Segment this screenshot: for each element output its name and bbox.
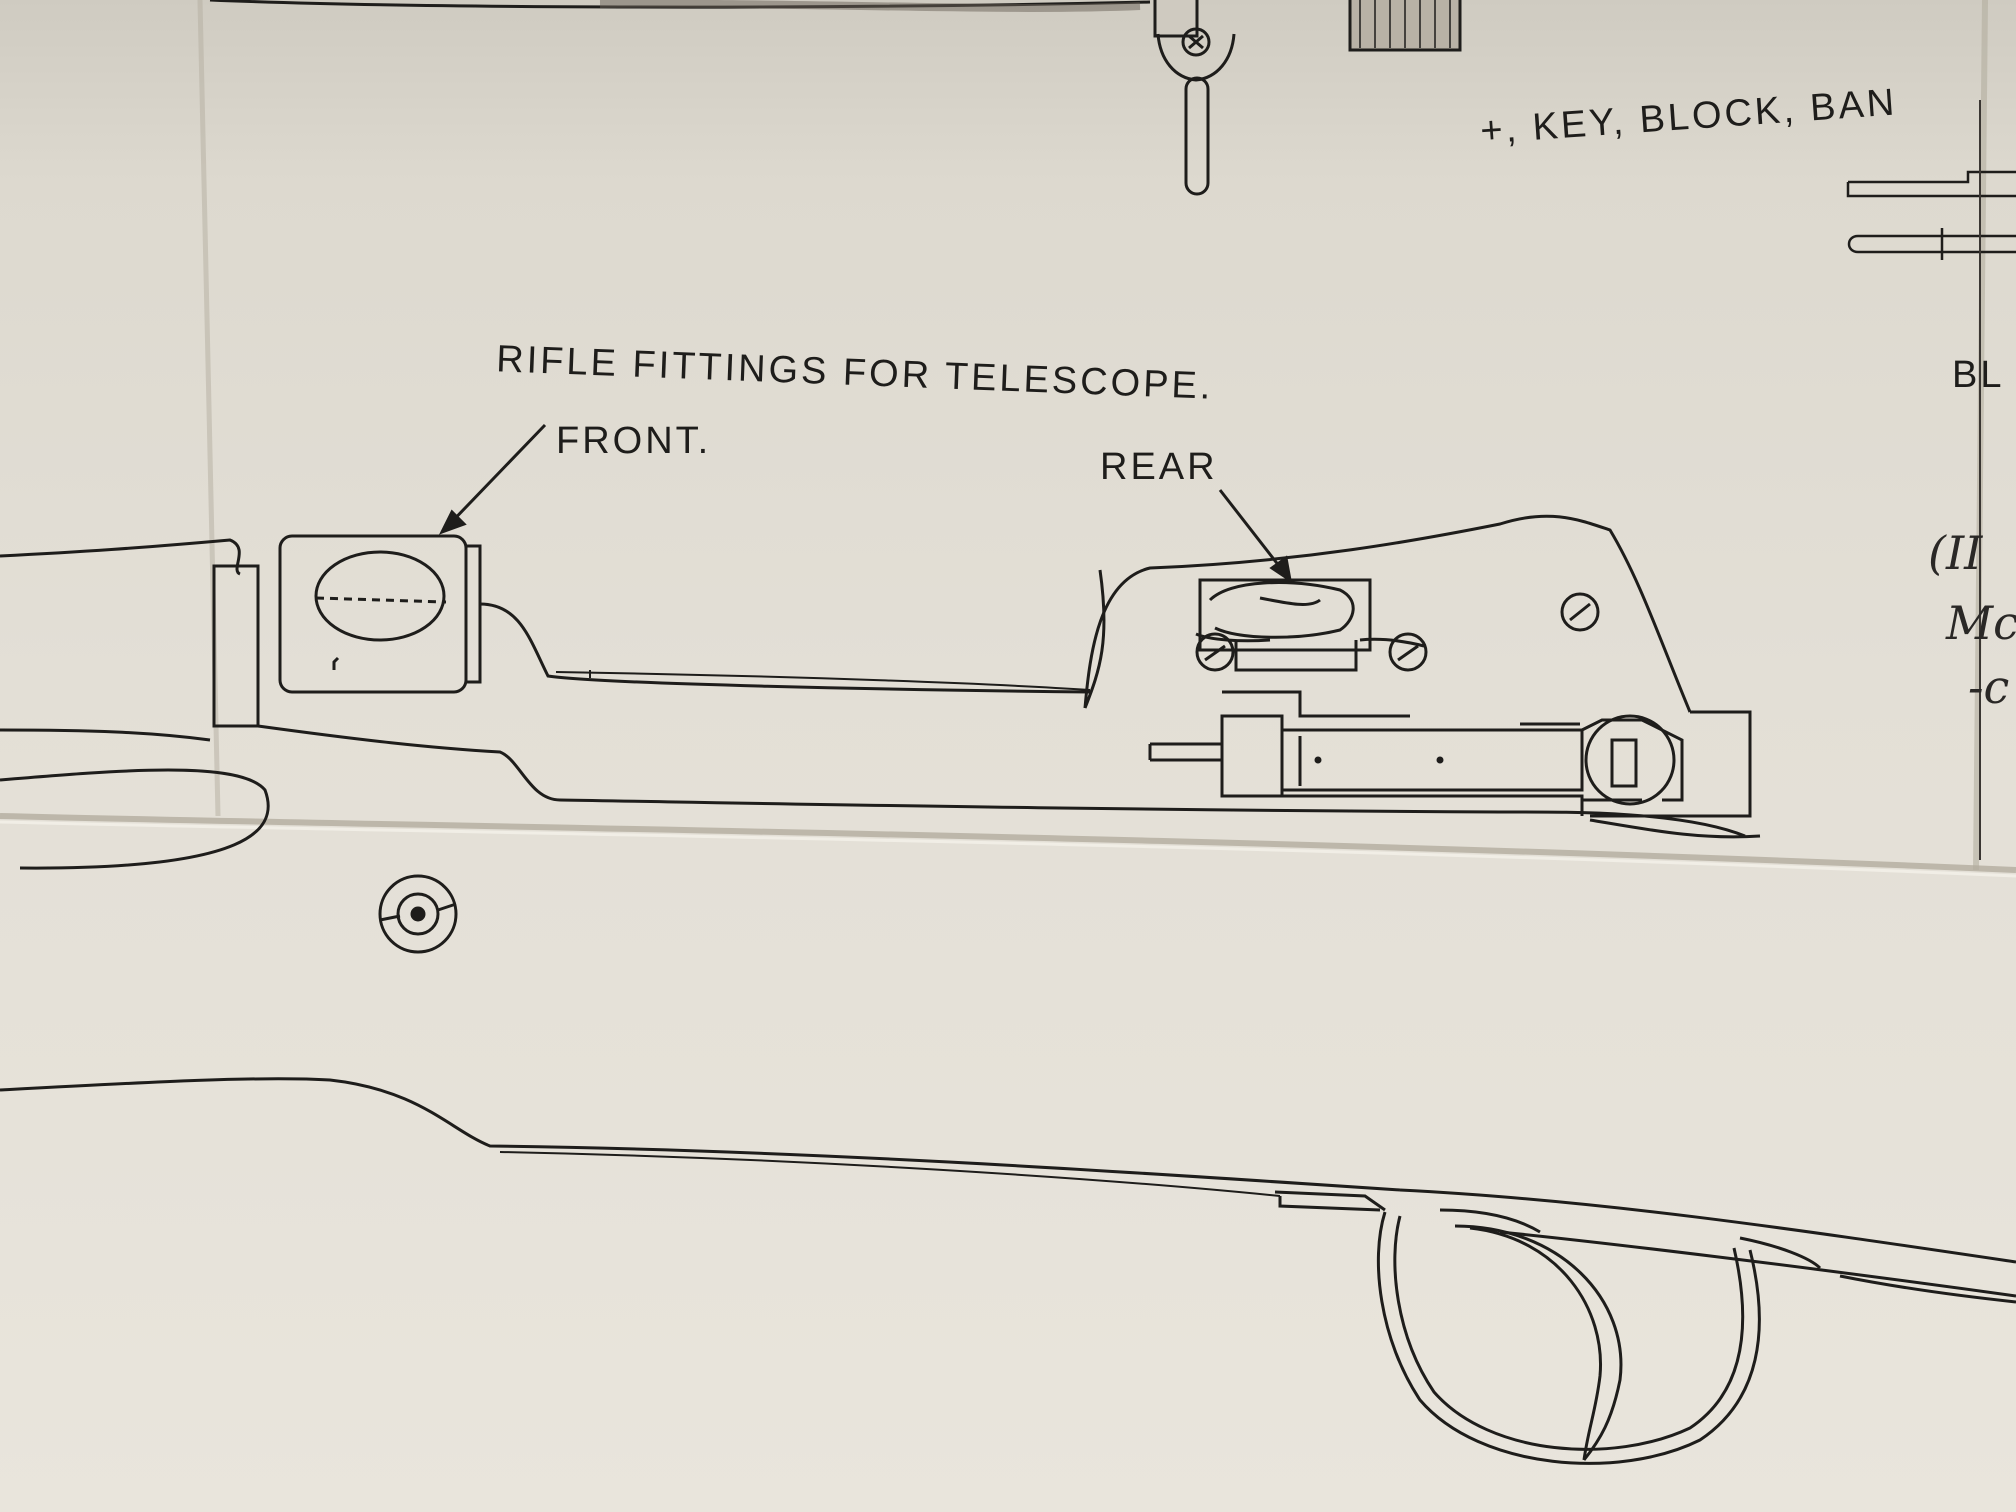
frag-ii-label: (II [1928,526,1983,580]
trigger-guard [1376,1208,1761,1465]
key-block-parts [1846,100,2016,860]
frag-bl-label: BL [1952,354,2005,396]
upper-stock-fragment [209,0,1462,196]
bolt-assembly [1148,690,1761,839]
leader-arrows [438,423,1293,584]
rear-label: REAR [1100,446,1218,488]
screw-circle [378,874,458,954]
lower-stock [0,1077,2016,1304]
rear-mount [1195,578,1600,672]
receiver-section [0,514,1746,870]
front-label: FRONT. [556,420,712,462]
front-mount-ring [314,550,446,642]
paper-folds [0,0,2016,878]
frag-dash-label: -c [1968,660,2010,714]
frag-mc-label: Mc [1946,596,2016,650]
